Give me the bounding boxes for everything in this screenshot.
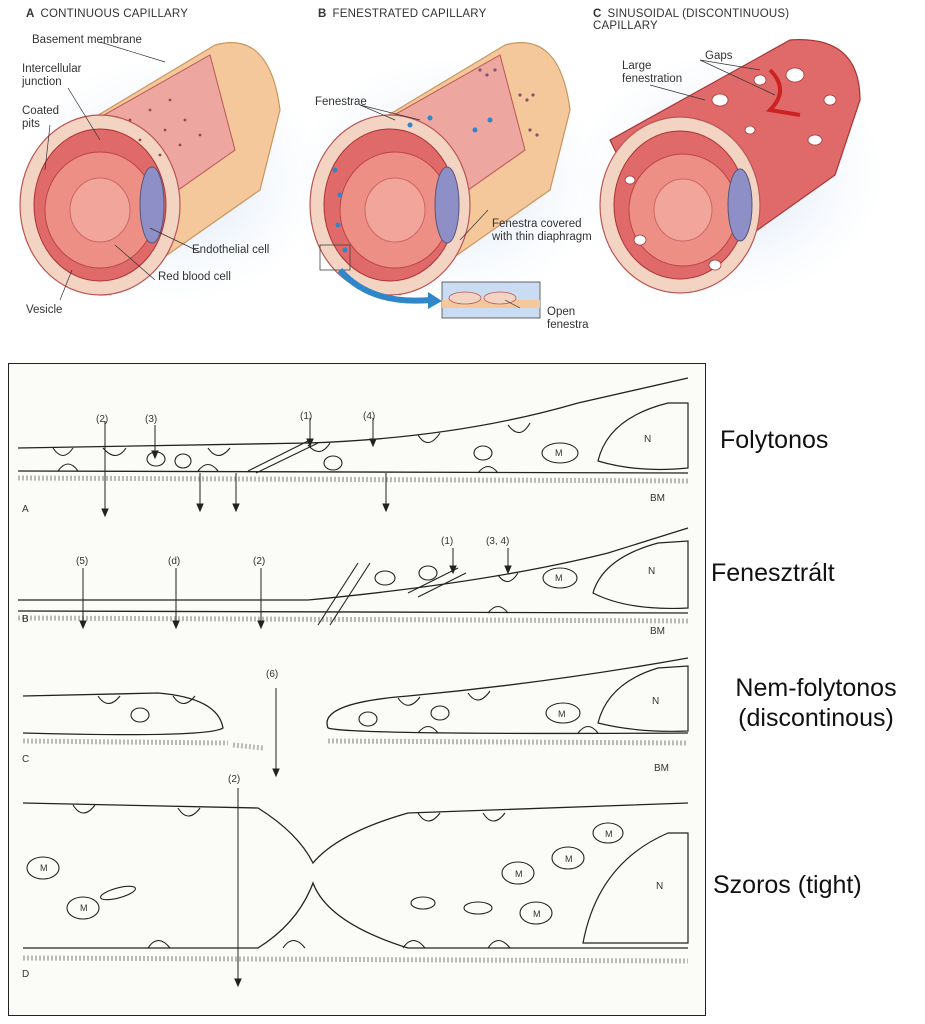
side-label-tight: Szoros (tight) xyxy=(713,871,862,899)
row-a-letter: A xyxy=(22,504,29,515)
row-d-nucleus: N xyxy=(656,881,664,892)
organelle-label: M xyxy=(533,909,541,919)
label-gaps: Gaps xyxy=(705,50,733,62)
organelle-label: M xyxy=(515,869,523,879)
row-b-mark: (1) xyxy=(441,536,454,547)
row-c-mark: (6) xyxy=(266,669,279,680)
organelle-label: M xyxy=(605,829,613,839)
fenestrated-capillary-drawing xyxy=(300,42,600,319)
label-basement-membrane: Basement membrane xyxy=(32,34,142,46)
row-a-continuous-sketch xyxy=(17,377,689,518)
organelle-label: M xyxy=(40,863,48,873)
organelle-label: M xyxy=(565,854,573,864)
organelle-label: M xyxy=(80,903,88,913)
side-label-continuous: Folytonos xyxy=(720,426,829,454)
row-a-bm: BM xyxy=(650,493,665,504)
row-b-fenestrated-sketch xyxy=(17,527,689,630)
row-b-mark: (3, 4) xyxy=(486,536,510,547)
row-d-letter: D xyxy=(22,969,30,980)
row-c-bm: BM xyxy=(654,763,669,774)
label-large-fenestration: Large fenestration xyxy=(622,60,683,85)
row-b-bm: BM xyxy=(650,626,665,637)
label-open-fenestra: Open fenestra xyxy=(547,306,589,331)
row-c-nucleus: N xyxy=(652,696,660,707)
row-b-mark: (5) xyxy=(76,556,89,567)
side-label-fenestrated: Fenesztrált xyxy=(711,559,835,587)
row-a-mark: (3) xyxy=(145,414,158,425)
row-a-nucleus: N xyxy=(644,434,652,445)
endothelium-sketches xyxy=(17,377,689,988)
row-a-mark: (4) xyxy=(363,411,376,422)
row-d-tight-sketch xyxy=(22,788,689,988)
label-fenestrae: Fenestrae xyxy=(315,96,367,108)
label-fenestra-covered: Fenestra covered with thin diaphragm xyxy=(492,218,592,243)
label-coated-pits: Coated pits xyxy=(22,105,60,130)
row-d-mark: (2) xyxy=(228,774,241,785)
label-red-blood-cell: Red blood cell xyxy=(158,271,231,283)
label-intercellular-junction: Intercellular junction xyxy=(22,63,82,88)
label-vesicle: Vesicle xyxy=(26,304,63,316)
row-b-mark: (d) xyxy=(168,556,181,567)
row-b-nucleus: N xyxy=(648,566,656,577)
organelle-label: M xyxy=(558,709,566,719)
label-endothelial-cell: Endothelial cell xyxy=(192,244,270,256)
row-b-letter: B xyxy=(22,614,29,625)
row-a-mark: (2) xyxy=(96,414,109,425)
row-b-mark: (2) xyxy=(253,556,266,567)
row-c-discontinuous-sketch xyxy=(22,657,689,778)
continuous-capillary-drawing xyxy=(19,41,320,301)
sinusoidal-capillary-drawing xyxy=(580,39,880,295)
capillary-illustrations xyxy=(19,39,880,319)
row-c-letter: C xyxy=(22,754,30,765)
organelle-label: M xyxy=(555,448,563,458)
side-label-discontinuous: Nem-folytonos (discontinous) xyxy=(735,674,897,732)
row-a-mark: (1) xyxy=(300,411,313,422)
organelle-label: M xyxy=(555,573,563,583)
